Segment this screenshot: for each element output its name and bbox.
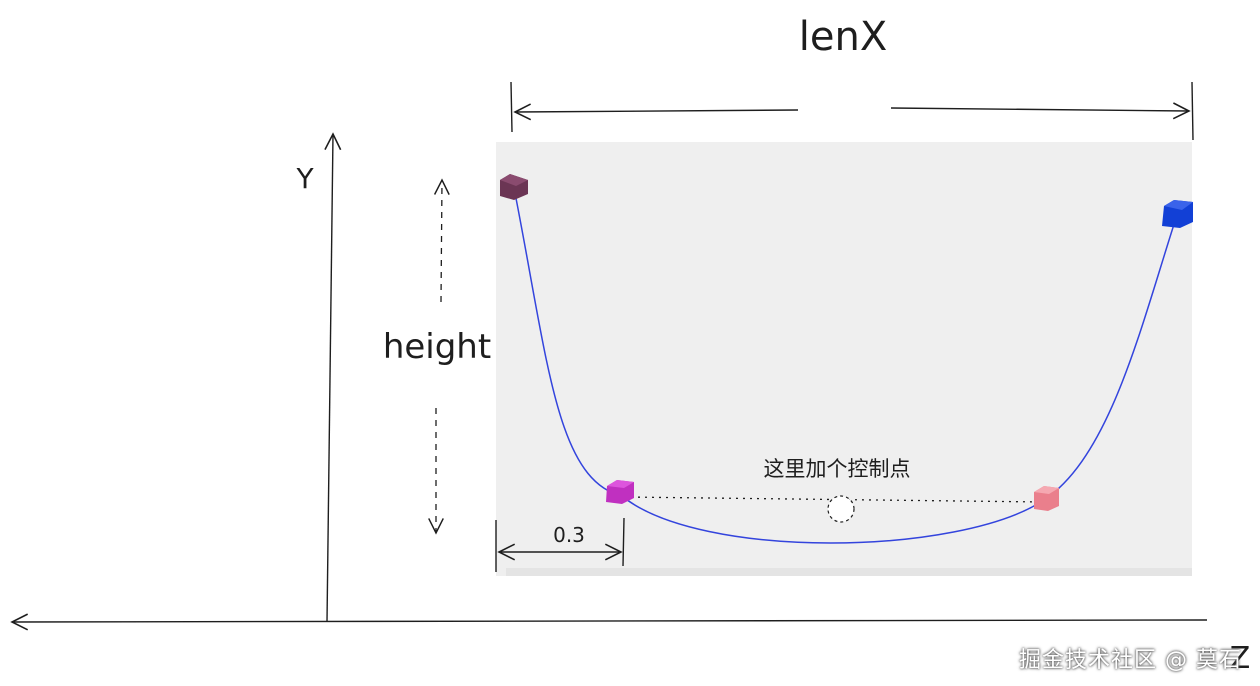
new-control-point-marker [827,495,855,523]
x-axis-line [10,613,1208,631]
lenx-arrow-right [890,102,1191,120]
viewport-floor [506,568,1192,576]
bezier-curve [513,187,1177,544]
y-axis-line [324,132,342,623]
watermark: 掘金技术社区 @ 莫石 [1019,648,1242,673]
offset-label: 0.3 [553,523,585,547]
cube-top-left [500,174,528,200]
cube-control-right [1034,486,1059,511]
lenx-tick-right [1191,81,1194,141]
control-point-note: 这里加个控制点 [764,457,911,481]
cube-top-right [1162,200,1193,228]
offset-tick-right [622,517,625,567]
cube-control-left [606,480,634,504]
z-axis-label: Z [1230,641,1251,676]
lenx-arrow-left [513,103,799,121]
height-label: height [383,327,491,367]
height-arrow-up [433,178,450,303]
y-axis-label: Y [295,162,314,195]
lenx-label: lenX [799,14,887,60]
lenx-tick-left [510,81,513,133]
